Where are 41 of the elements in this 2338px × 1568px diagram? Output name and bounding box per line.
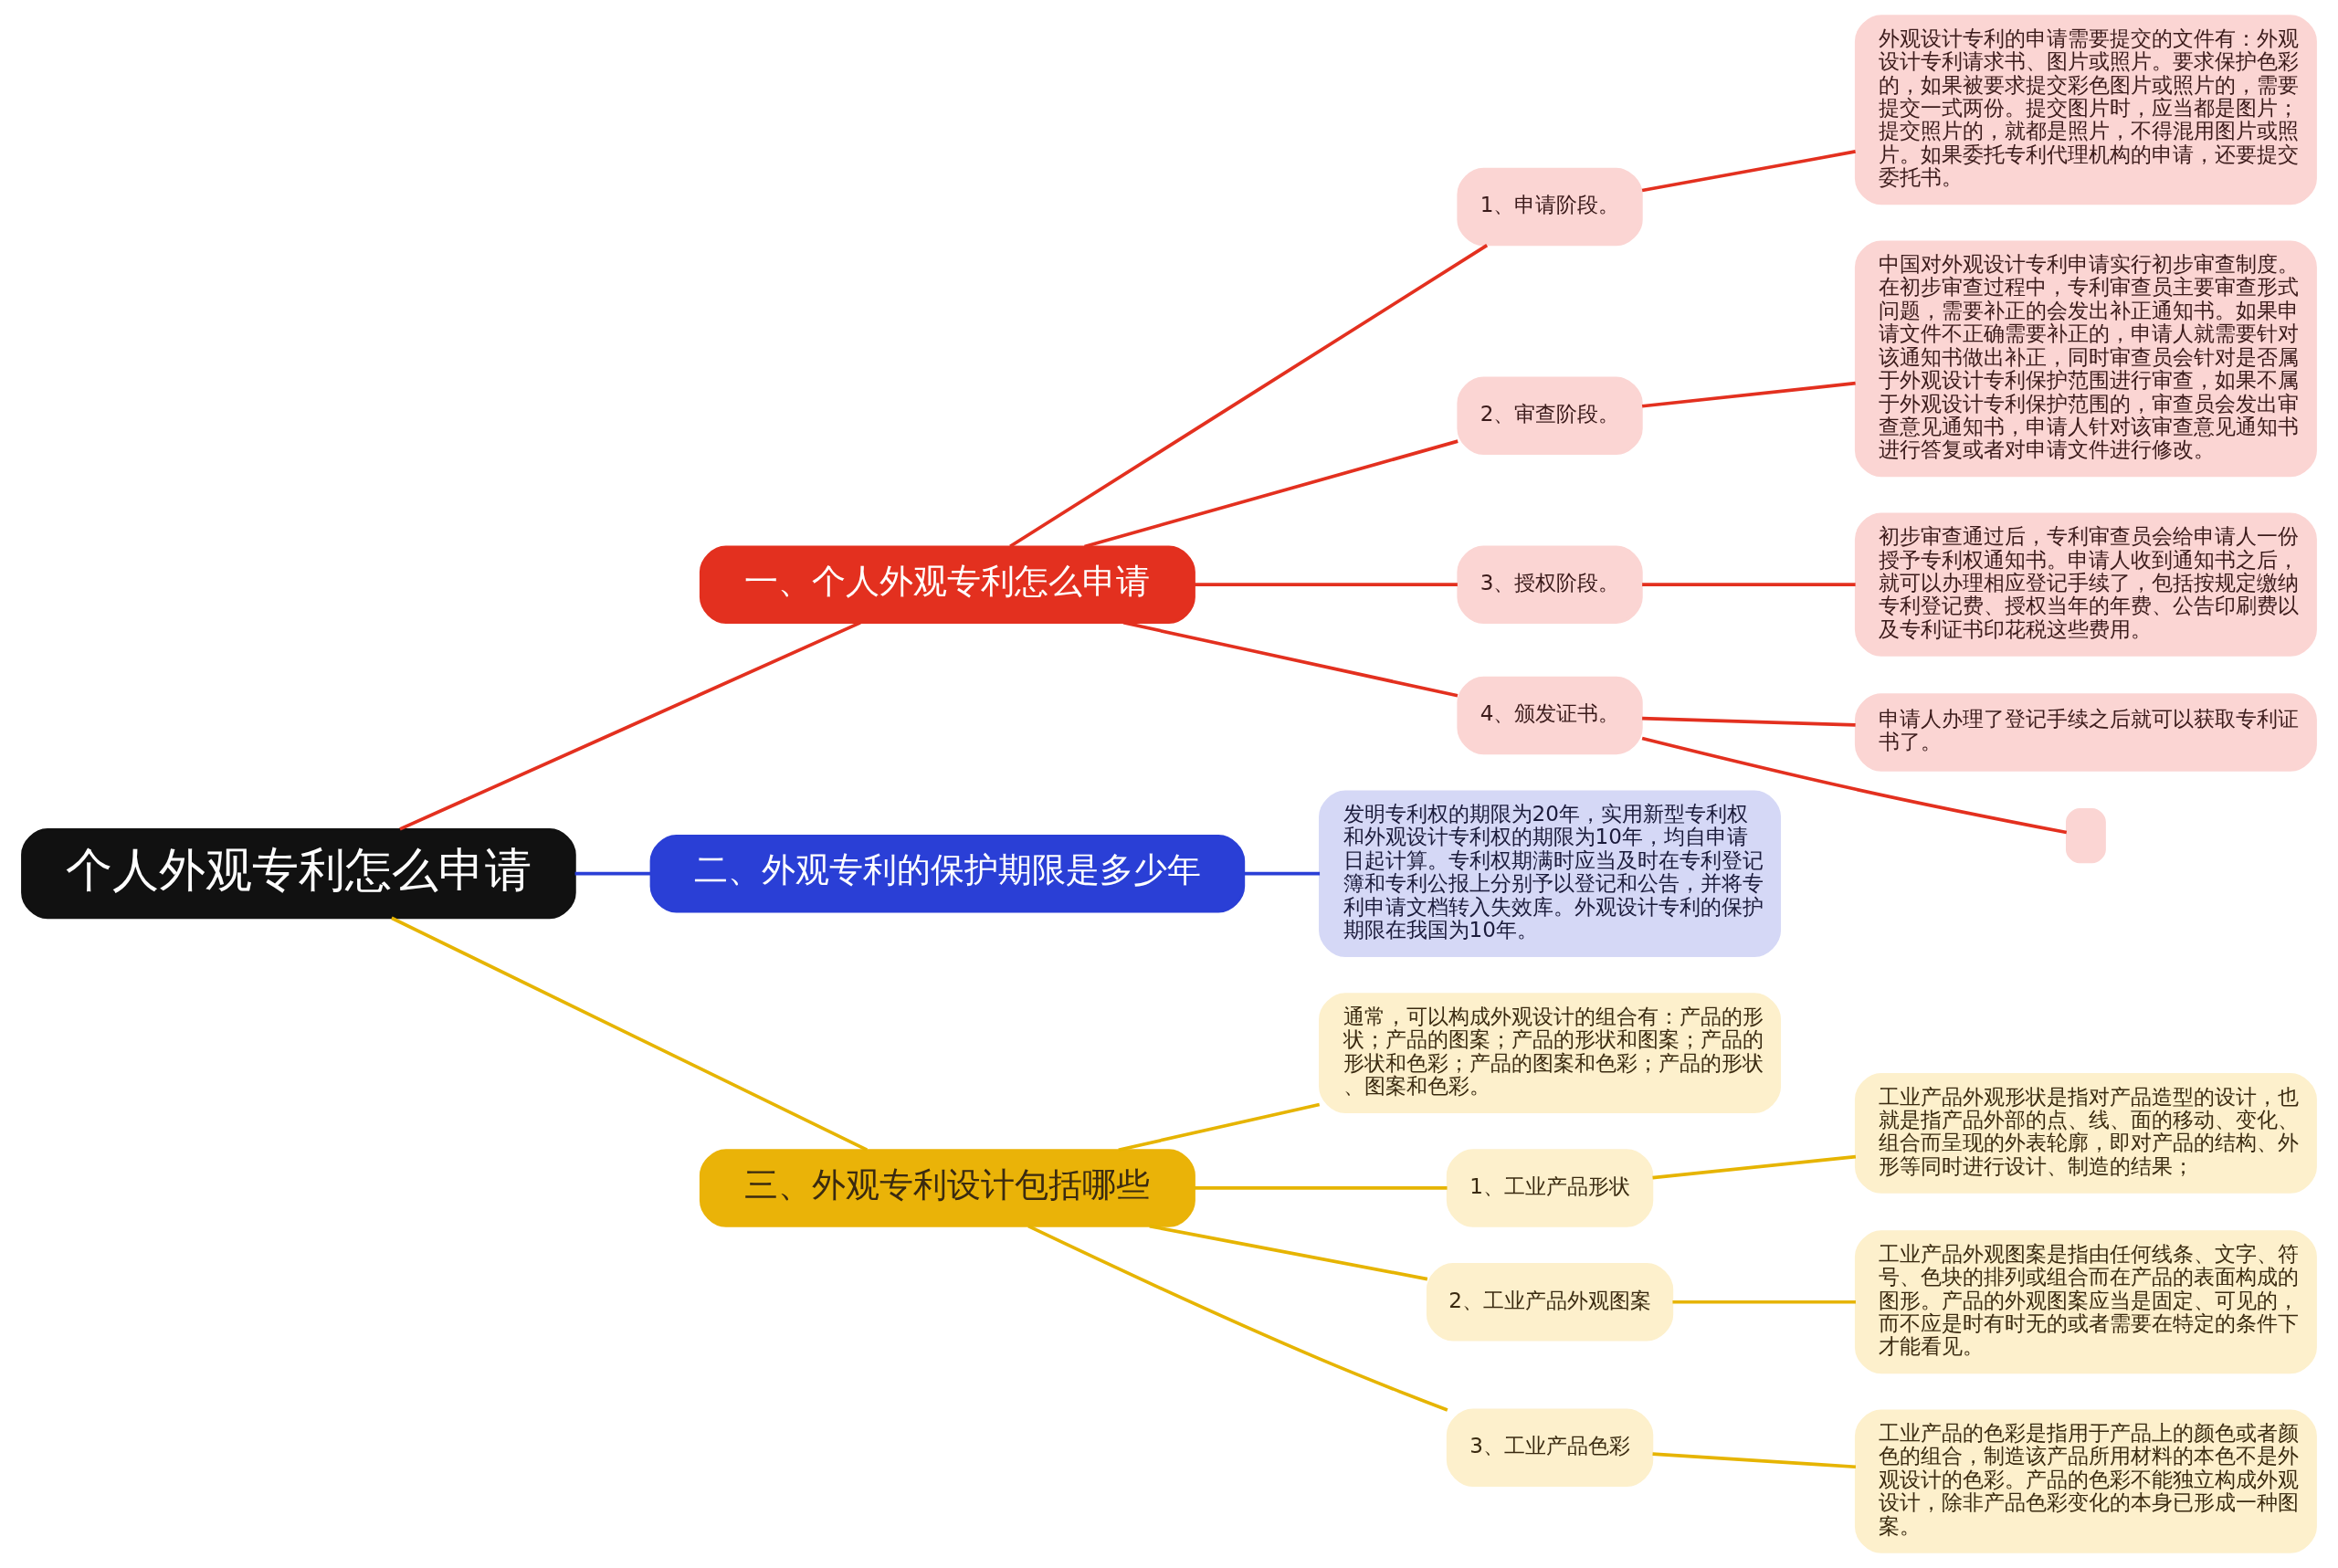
node-box: 初步审查通过后，专利审查员会给申请人一份授予专利权通知书。申请人收到通知书之后，就可以办理相应登记手续了，包括按规定缴纳专利登记费、授权当年的年费、公告印刷费以及专利证书印花税这些费用。: [1854, 512, 2317, 657]
connector: [399, 621, 861, 831]
connector: [1642, 583, 1856, 586]
node-box: 2、审查阶段。: [1457, 376, 1643, 456]
connector: [1641, 150, 1856, 193]
node-box: 3、授权阶段。: [1457, 545, 1643, 624]
connector: [1118, 1102, 1321, 1152]
node-box: 二、外观专利的保护期限是多少年: [649, 834, 1246, 913]
connector: [1652, 1154, 1857, 1180]
node-box: 外观设计专利的申请需要提交的文件有：外观设计专利请求书、图片或照片。要求保护色彩的，如果被要求提交彩色图片或照片的，需要提交一式两份。提交图片时，应当都是图片；提交照片的，就都是照片，不得混用图片或照片。如果委托专利代理机构的申请，还要提交委托书。: [1854, 15, 2317, 205]
node-box: 工业产品的色彩是指用于产品上的颜色或者颜色的组合，制造该产品所用材料的本色不是外观设计的色彩。产品的色彩不能独立构成外观设计，除非产品色彩变化的本身已形成一种图案。: [1854, 1409, 2317, 1553]
connector: [1149, 1224, 1428, 1281]
node-box: 1、工业产品形状: [1446, 1149, 1654, 1227]
node-box: 发明专利权的期限为20年，实用新型专利权和外观设计专利权的期限为10年，均自申请日起计算。专利权期满时应当及时在专利登记簿和专利公报上分别予以登记和公告，并将专利申请文档转入失效库。外观设计专利的保护期限在我国为10年。: [1319, 790, 1782, 957]
connector: [1244, 871, 1321, 876]
connector: [1641, 381, 1856, 408]
connector: [1195, 1186, 1448, 1190]
connector: [1084, 439, 1459, 549]
node-box: 工业产品外观形状是指对产品造型的设计，也就是指产品外部的点、线、面的移动、变化、组合而呈现的外表轮廓，即对产品的结构、外形等同时进行设计、制造的结果；: [1854, 1073, 2317, 1194]
node-box: 2、工业产品外观图案: [1426, 1263, 1674, 1342]
node-box: 1、申请阶段。: [1457, 167, 1643, 247]
node-box: 三、外观专利设计包括哪些: [699, 1149, 1195, 1227]
node-box: 工业产品外观图案是指由任何线条、文字、符号、色块的排列或组合而在产品的表面构成的图形。产品的外观图案应当是固定、可见的，而不应是时有时无的或者需要在特定的条件下才能看见。: [1854, 1230, 2317, 1374]
node-box: 申请人办理了登记手续之后就可以获取专利证书了。: [1854, 693, 2317, 772]
connector: [1009, 244, 1489, 548]
connector: [1641, 736, 2068, 835]
connector: [574, 871, 651, 876]
node-box: [2065, 808, 2106, 864]
node-box: 一、个人外观专利怎么申请: [699, 545, 1195, 624]
node-box: 中国对外观设计专利申请实行初步审查制度。在初步审查过程中，专利审查员主要审查形式问题，需要补正的会发出补正通知书。如果申请文件不正确需要补正的，申请人就需要针对该通知书做出补正，同时审查员会针对是否属于外观设计专利保护范围进行审查，如果不属于外观设计专利保护范围的，审查员会发出审查意见通知书，申请人针对该审查意见通知书进行答复或者对申请文件进行修改。: [1854, 240, 2317, 478]
connector: [391, 916, 869, 1152]
connector: [1195, 583, 1458, 586]
connector: [1672, 1300, 1856, 1304]
node-box: 个人外观专利怎么申请: [21, 828, 576, 920]
connector: [1642, 716, 1856, 727]
connector: [1122, 621, 1459, 698]
connector: [1652, 1452, 1856, 1469]
node-box: 3、工业产品色彩: [1446, 1408, 1654, 1487]
node-box: 通常，可以构成外观设计的组合有：产品的形状；产品的图案；产品的形状和图案；产品的形状和色彩；产品的图案和色彩；产品的形状、图案和色彩。: [1319, 993, 1782, 1113]
connector: [1027, 1225, 1448, 1412]
node-box: 4、颁发证书。: [1457, 676, 1643, 755]
